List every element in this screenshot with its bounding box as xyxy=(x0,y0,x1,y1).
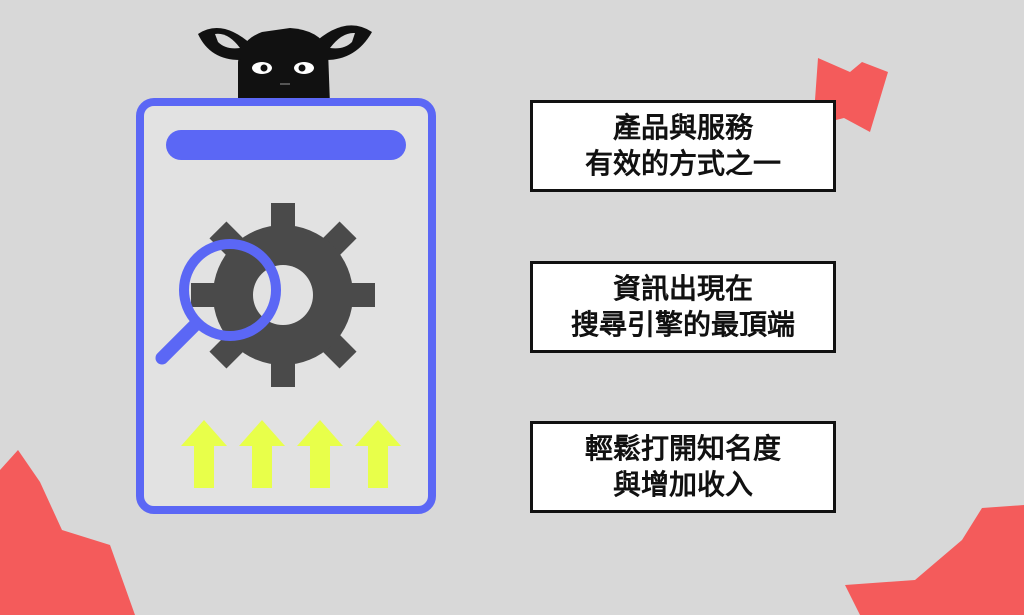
up-arrow-icon xyxy=(355,420,401,488)
text-box-awareness-revenue: 輕鬆打開知名度 與增加收入 xyxy=(530,421,836,513)
red-shape-bottom-left xyxy=(0,450,135,615)
red-shape-bottom-right xyxy=(845,505,1024,615)
text-line: 輕鬆打開知名度 xyxy=(584,432,781,465)
text-box-product-service: 產品與服務 有效的方式之一 xyxy=(530,100,836,192)
up-arrow-icon xyxy=(181,420,227,488)
card-header-bar xyxy=(166,130,406,160)
up-arrow-icon xyxy=(297,420,343,488)
up-arrows xyxy=(181,420,401,488)
text-line: 產品與服務 xyxy=(612,111,753,144)
gear-icon xyxy=(191,203,375,387)
text-line: 有效的方式之一 xyxy=(584,147,781,180)
text-box-search-top: 資訊出現在 搜尋引擎的最頂端 xyxy=(530,261,836,353)
magnifier-icon xyxy=(155,239,281,365)
text-line: 資訊出現在 xyxy=(612,272,753,305)
text-line: 與增加收入 xyxy=(612,468,753,501)
text-line: 搜尋引擎的最頂端 xyxy=(570,308,795,341)
up-arrow-icon xyxy=(239,420,285,488)
cat-mascot-icon xyxy=(198,25,372,105)
